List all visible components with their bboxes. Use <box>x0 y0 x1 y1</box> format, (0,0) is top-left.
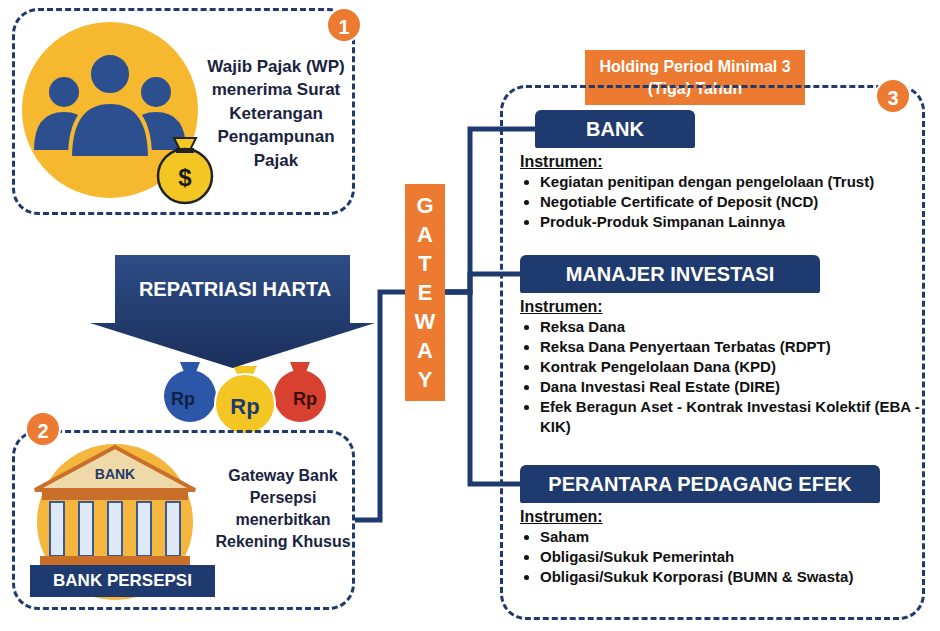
money-bag-icon <box>158 138 212 203</box>
list-item: Negotiable Certificate of Deposit (NCD) <box>540 192 920 212</box>
dashed-group-box: BANK PERSEPSI2Gateway Bank Persepsi mene… <box>12 430 355 610</box>
note-text: Holding Period Minimal 3 (Tiga) Tahun <box>585 50 805 105</box>
band-label: BANK PERSEPSI <box>30 565 215 597</box>
section-header: MANAJER INVESTASI <box>520 255 820 293</box>
bank-building <box>35 447 195 490</box>
list-item: Dana Investasi Real Estate (DIRE) <box>540 377 920 397</box>
list-heading: Instrumen: <box>520 297 920 317</box>
body-text: Wajib Pajak (WP) menerima Surat Keterang… <box>200 55 352 172</box>
gateway-bar: GATEWAY <box>405 184 445 401</box>
list-heading: Instrumen: <box>520 507 920 527</box>
down-arrow: REPATRIASI HARTA <box>90 255 375 368</box>
people-icon <box>89 53 131 95</box>
rupiah-bags <box>215 374 275 434</box>
note-box: Holding Period Minimal 3 (Tiga) Tahun <box>585 50 805 105</box>
bank-building <box>108 502 122 556</box>
list-item: Saham <box>540 527 920 547</box>
bank-building <box>166 502 180 556</box>
arrow-label: REPATRIASI HARTA <box>115 259 355 319</box>
section-header: PERANTARA PEDAGANG EFEK <box>520 465 880 503</box>
list-item: Kegiatan penitipan dengan pengelolaan (T… <box>540 172 920 192</box>
vertical-label: GATEWAY <box>414 191 436 394</box>
bank-building <box>40 556 190 565</box>
connector <box>445 274 520 292</box>
callout-number: 1 <box>326 7 362 43</box>
people-icon <box>141 77 171 107</box>
instrument-section: PERANTARA PEDAGANG EFEKInstrumen:SahamOb… <box>520 465 920 587</box>
bank-building <box>42 490 188 500</box>
instrument-section: MANAJER INVESTASI Instrumen:Reksa DanaRek… <box>520 255 920 437</box>
body-text: Gateway Bank Persepsi menerbitkan Rekeni… <box>215 465 351 553</box>
list-item: Reksa Dana <box>540 317 920 337</box>
bank-building <box>50 502 64 556</box>
list-item: Produk-Produk Simpanan Lainnya <box>540 212 920 232</box>
label-band: BANK PERSEPSI <box>30 565 215 597</box>
people-icon <box>49 77 79 107</box>
list-item: Efek Beragun Aset - Kontrak Investasi Ko… <box>540 397 920 437</box>
connector <box>445 292 520 484</box>
bag-label: Rp <box>230 394 259 420</box>
money-bag-icon <box>158 149 212 203</box>
bag-label: Rp <box>171 389 195 410</box>
list-item: Obligasi/Sukuk Korporasi (BUMN & Swasta) <box>540 567 920 587</box>
arrow-shape <box>90 255 375 368</box>
people-icon <box>70 102 150 158</box>
section-header: BANK <box>535 110 695 148</box>
list-heading: Instrumen: <box>520 152 920 172</box>
arrow-shape <box>90 255 375 368</box>
list-item: Kontrak Pengelolaan Dana (KPD) <box>540 357 920 377</box>
instrument-section: BANK Instrumen:Kegiatan penitipan dengan … <box>520 110 920 232</box>
money-bag-icon <box>176 148 194 153</box>
dashed-group-box: BANKInstrumen:Kegiatan penitipan dengan … <box>500 85 925 620</box>
list-item: Reksa Dana Penyertaan Terbatas (RDPT) <box>540 337 920 357</box>
bag-label: Rp <box>293 389 317 410</box>
rupiah-bags <box>164 370 216 422</box>
building-label: BANK <box>95 466 135 482</box>
list-item: Obligasi/Sukuk Pemerintah <box>540 547 920 567</box>
callout-number: 3 <box>875 78 911 114</box>
currency-symbol: $ <box>178 164 191 192</box>
rupiah-bags <box>164 362 326 434</box>
rupiah-bags <box>274 370 326 422</box>
bank-building <box>137 502 151 556</box>
callout-number: 2 <box>25 411 61 447</box>
bank-building <box>79 502 93 556</box>
